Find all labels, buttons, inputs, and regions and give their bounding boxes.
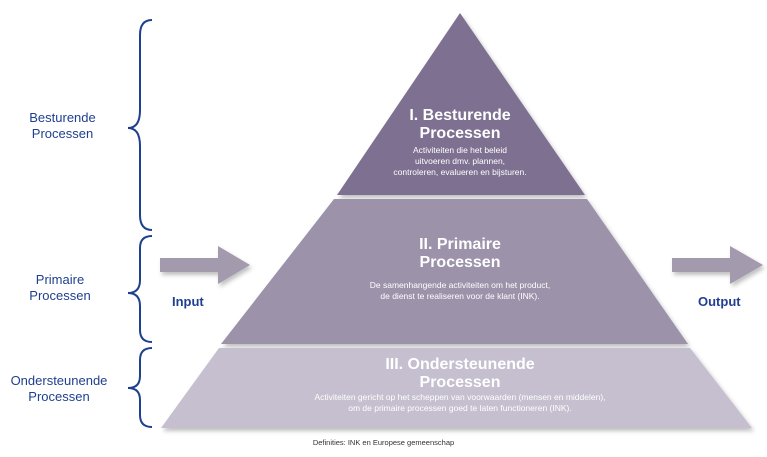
side-label-line: Processen (28, 389, 90, 404)
pyramid-tier-middle (221, 199, 688, 344)
pyramid-tier-top (337, 13, 585, 195)
tier-desc-line: controleren, evalueren en bijsturen. (393, 167, 527, 177)
tier-desc-line: Activiteiten gericht op het scheppen van… (314, 392, 606, 402)
tier-desc-line: De samenhangende activiteiten om het pro… (369, 280, 551, 290)
tier-bottom-description: Activiteiten gericht op het scheppen van… (240, 392, 680, 414)
side-label-line: Processen (29, 288, 91, 303)
tier-middle-description: De samenhangende activiteiten om het pro… (310, 280, 610, 302)
tier-desc-line: de dienst te realiseren voor de klant (I… (380, 291, 540, 301)
bracket-besturende (127, 19, 153, 231)
tier-title-line: III. Ondersteunende (385, 356, 535, 373)
input-label: Input (172, 294, 204, 309)
side-label-line: Ondersteunende (10, 373, 108, 388)
side-label-line: Primaire (35, 272, 85, 287)
tier-title-line: II. Primaire (419, 236, 501, 253)
tier-title-line: Processen (419, 374, 501, 391)
tier-bottom-title: III. Ondersteunende Processen (330, 356, 590, 392)
output-label: Output (698, 294, 741, 309)
side-label-primaire: Primaire Processen (5, 272, 115, 304)
bracket-primaire (127, 235, 153, 343)
pyramid-tier-bottom (161, 348, 752, 428)
output-arrow-icon (672, 246, 763, 284)
tier-title-line: Processen (419, 125, 501, 142)
tier-top-description: Activiteiten die het beleid uitvoeren dm… (360, 145, 560, 178)
input-arrow-icon (160, 246, 250, 284)
side-label-line: Besturende (29, 110, 96, 125)
side-label-besturende: Besturende Processen (10, 110, 115, 142)
tier-title-line: I. Besturende (409, 107, 511, 124)
tier-title-line: Processen (419, 254, 501, 271)
side-label-ondersteunende: Ondersteunende Processen (0, 373, 118, 405)
tier-middle-title: II. Primaire Processen (330, 236, 590, 272)
footnote: Definities: INK en Europese gemeenschap (312, 438, 455, 447)
tier-top-title: I. Besturende Processen (360, 107, 560, 143)
tier-desc-line: uitvoeren dmv. plannen, (414, 156, 506, 166)
tier-desc-line: Activiteiten die het beleid (412, 145, 508, 155)
side-label-line: Processen (31, 126, 94, 141)
tier-desc-line: om de primaire processen goed te laten f… (348, 403, 572, 413)
bracket-ondersteunende (127, 347, 153, 428)
